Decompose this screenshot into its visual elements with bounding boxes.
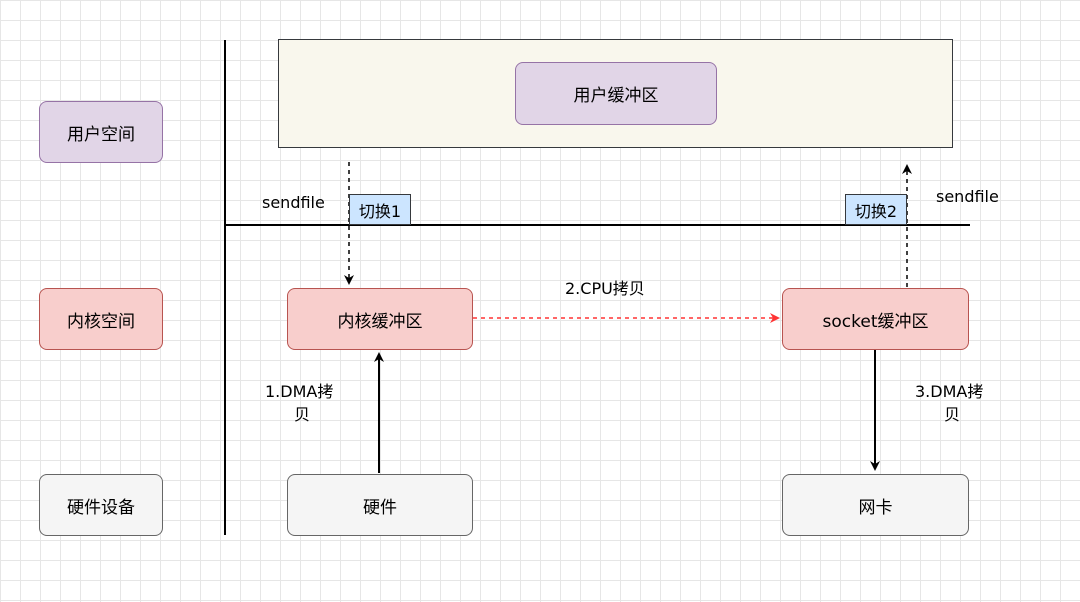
row-label-hardware-devices: 硬件设备 <box>39 474 163 536</box>
sendfile-label-right: sendfile <box>936 187 999 206</box>
cpu-copy-label: 2.CPU拷贝 <box>565 279 645 298</box>
row-label-kernel-space: 内核空间 <box>39 288 163 350</box>
user-buffer-box: 用户缓冲区 <box>515 62 717 125</box>
socket-buffer-box: socket缓冲区 <box>782 288 969 350</box>
sendfile-label-left: sendfile <box>262 193 325 212</box>
nic-box: 网卡 <box>782 474 969 536</box>
dma-copy-3-label-line2: 贝 <box>944 405 961 424</box>
kernel-buffer-box: 内核缓冲区 <box>287 288 473 350</box>
dma-copy-1-label-line1: 1.DMA拷 <box>265 382 334 401</box>
switch-tag-2: 切换2 <box>845 194 907 225</box>
dma-copy-1-label-line2: 贝 <box>294 405 311 424</box>
dma-copy-3-label-line1: 3.DMA拷 <box>915 382 984 401</box>
hardware-box: 硬件 <box>287 474 473 536</box>
switch-tag-1: 切换1 <box>349 194 411 225</box>
row-label-user-space: 用户空间 <box>39 101 163 163</box>
